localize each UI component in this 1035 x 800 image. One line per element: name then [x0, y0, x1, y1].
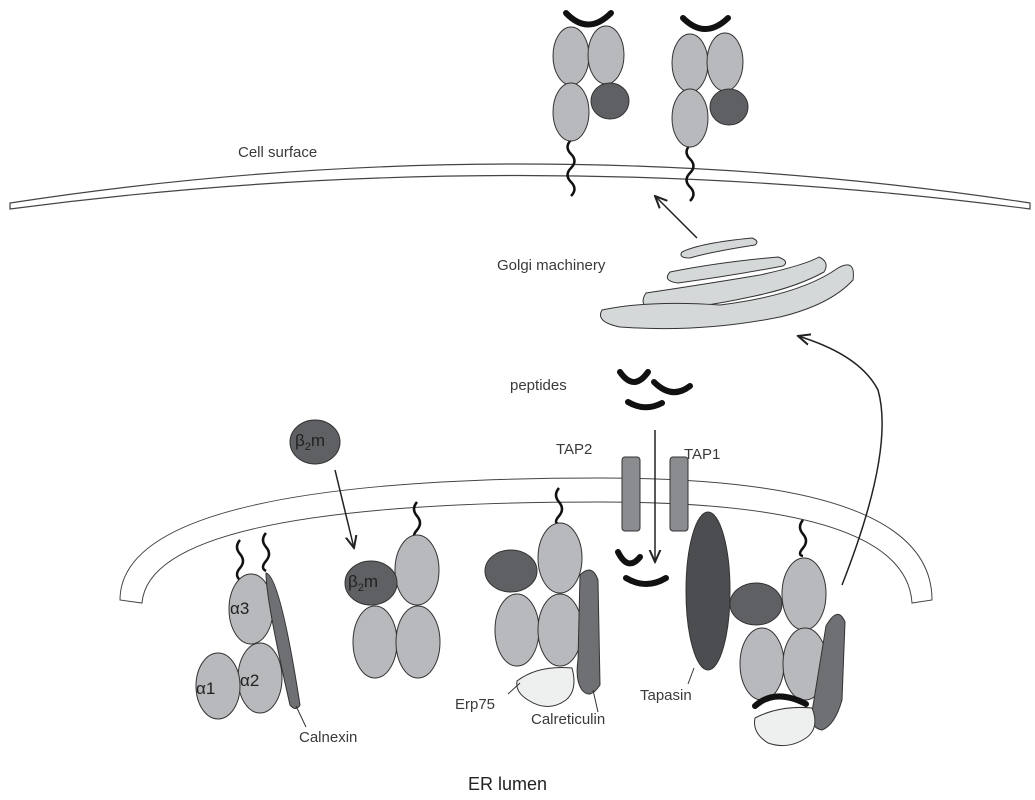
- alpha1-label: α1: [196, 680, 215, 697]
- tap2-label: TAP2: [556, 442, 592, 457]
- tap2-subunit: [622, 457, 640, 531]
- tapasin-leader: [688, 668, 694, 684]
- cytosolic-peptides: [620, 372, 690, 407]
- erp57: [755, 707, 815, 745]
- heavy-chain-domain: [538, 523, 582, 593]
- peptides-label: peptides: [510, 378, 567, 393]
- peptide: [566, 13, 611, 25]
- cell-surface-label: Cell surface: [238, 145, 317, 160]
- peptide: [618, 552, 640, 563]
- tapasin: [686, 512, 730, 670]
- peptide: [628, 402, 662, 407]
- tap-transporter: [622, 430, 688, 562]
- peptide: [683, 18, 728, 29]
- arrow-er-to-golgi: [798, 336, 882, 585]
- calreticulin-leader: [593, 690, 598, 712]
- heavy-chain-domain: [707, 33, 743, 91]
- heavy-chain-domain: [588, 26, 624, 84]
- peptide: [626, 578, 666, 584]
- beta2m-domain: [485, 550, 537, 592]
- heavy-chain-domain: [553, 83, 589, 141]
- calnexin-label: Calnexin: [299, 730, 357, 745]
- cell-surface-membrane: [10, 164, 1030, 209]
- heavy-chain-domain: [495, 594, 539, 666]
- alpha2-label: α2: [240, 672, 259, 689]
- heavy-chain-domain: [396, 606, 440, 678]
- tap1-subunit: [670, 457, 688, 531]
- heavy-chain-domain: [538, 594, 582, 666]
- golgi-cisterna: [681, 238, 757, 258]
- golgi-label: Golgi machinery: [497, 258, 605, 273]
- peptide: [620, 372, 648, 382]
- tail-wiggle: [800, 520, 806, 556]
- beta2m-domain: [730, 583, 782, 625]
- tail-wiggle: [237, 540, 243, 580]
- erp75: [517, 668, 574, 707]
- tapasin-label: Tapasin: [640, 688, 692, 703]
- heavy-chain-domain: [782, 558, 826, 630]
- heavy-chain-domain: [553, 27, 589, 85]
- erp75-label: Erp75: [455, 697, 495, 712]
- peptide-loading-complex: [686, 512, 845, 746]
- arrow-golgi-to-surface: [655, 196, 697, 238]
- heavy-chain-domain: [353, 606, 397, 678]
- calreticulin-label: Calreticulin: [531, 712, 605, 727]
- calreticulin: [577, 570, 600, 694]
- calnexin-leader: [296, 706, 306, 727]
- alpha3-label: α3: [230, 600, 249, 617]
- beta2m-domain: [591, 83, 629, 119]
- heavy-chain-domain: [740, 628, 784, 700]
- tail-wiggle: [263, 533, 269, 571]
- golgi-apparatus: [600, 238, 853, 329]
- tap1-label: TAP1: [684, 447, 720, 462]
- peptide: [654, 382, 690, 392]
- er-lumen-label: ER lumen: [468, 775, 547, 793]
- calreticulin-erp75-complex: [485, 488, 600, 712]
- beta2m-domain: [710, 89, 748, 125]
- heavy-chain-domain: [672, 89, 708, 147]
- peptide-being-loaded: [755, 696, 806, 706]
- heavy-chain-domain: [672, 34, 708, 92]
- bound-beta2m-label: β2m: [348, 573, 378, 594]
- free-beta2m-label: β2m: [295, 432, 325, 453]
- heavy-chain-domain: [395, 535, 439, 605]
